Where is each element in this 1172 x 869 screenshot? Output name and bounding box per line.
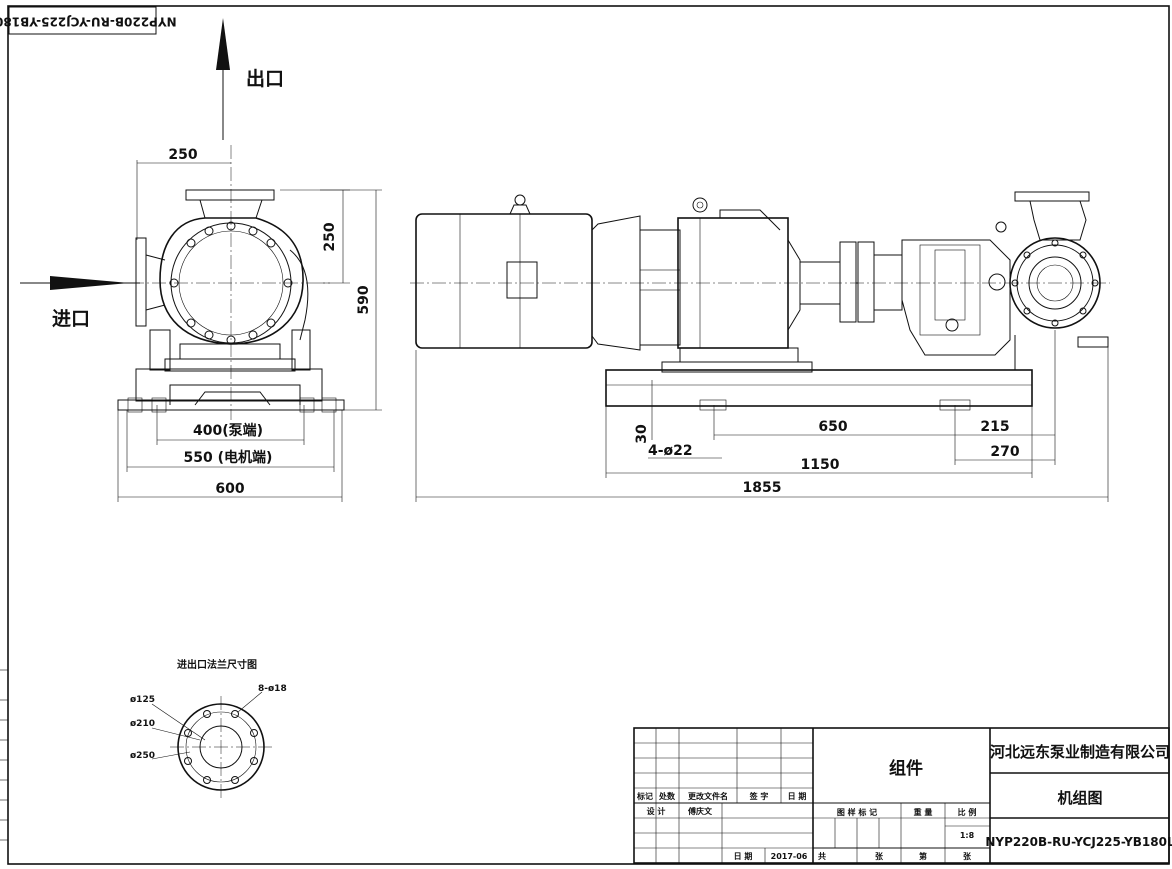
dim-250-height: 250 (322, 222, 338, 251)
outlet-arrow (216, 18, 230, 70)
tb-drawing-name: 机组图 (1057, 789, 1102, 807)
tb-col-count: 处数 (658, 791, 676, 801)
pump-head-bolts (1011, 239, 1099, 327)
flange-holes-label: 8-ø18 (258, 684, 287, 694)
tb-sheet2: 张 (963, 852, 972, 861)
tb-date-label: 日 期 (734, 851, 753, 861)
side-view: 30 4-ø22 650 215 1150 270 1855 (410, 191, 1110, 502)
tb-scale-label: 比 例 (958, 807, 977, 817)
dim-30: 30 (634, 424, 650, 444)
tb-weight: 重 量 (914, 807, 933, 817)
code-box-text: NYP220B-RU-YCJ225-YB180L (0, 15, 177, 29)
tb-design: 设 计 (647, 806, 666, 816)
tb-col-doc: 更改文件名 (688, 791, 728, 801)
base-plate (605, 369, 1033, 407)
tb-stage-mark: 图 样 标 记 (837, 807, 877, 817)
title-block: 标记 处数 更改文件名 签 字 日 期 设 计 傅庆文 日 期 2017-06 … (633, 727, 1172, 864)
terminal-box (506, 261, 538, 299)
flange-d250: ø250 (130, 751, 155, 761)
margin-ticks (0, 669, 8, 841)
dim-650: 650 (818, 419, 847, 435)
tb-no: 第 (919, 851, 927, 861)
tb-col-mark: 标记 (636, 791, 653, 801)
dim-590: 590 (356, 285, 372, 314)
tb-total: 共 (818, 851, 826, 861)
code-box: NYP220B-RU-YCJ225-YB180L (0, 6, 177, 35)
tb-company: 河北远东泵业制造有限公司 (990, 743, 1170, 761)
tb-col-date: 日 期 (788, 791, 807, 801)
flange-detail: 进出口法兰尺寸图 ø125 ø210 ø250 8-ø18 (130, 658, 287, 798)
tb-scale: 1:8 (960, 831, 975, 840)
dim-250-width: 250 (168, 147, 197, 163)
dim-400: 400(泵端) (193, 422, 263, 439)
tb-designer: 傅庆文 (687, 806, 713, 816)
tb-sheet: 张 (875, 852, 884, 861)
flange-d125: ø125 (130, 695, 155, 705)
tb-drawing-code: NYP220B-RU-YCJ225-YB180L (985, 835, 1172, 849)
volute-bolts (169, 221, 293, 345)
dim-270: 270 (990, 444, 1019, 460)
tb-col-sign: 签 字 (749, 791, 769, 801)
end-view: 出口 进口 (20, 18, 382, 502)
dim-550: 550 (电机端) (184, 449, 273, 466)
inlet-label: 进口 (52, 308, 90, 330)
tb-part-name: 组件 (889, 758, 923, 779)
dim-600: 600 (215, 481, 244, 497)
tb-date: 2017-06 (771, 852, 808, 861)
inlet-arrow (50, 276, 130, 290)
dim-1855: 1855 (743, 480, 782, 496)
dim-4-22: 4-ø22 (648, 443, 693, 459)
dim-215: 215 (980, 419, 1009, 435)
outlet-label: 出口 (246, 67, 284, 90)
flange-title: 进出口法兰尺寸图 (177, 658, 257, 671)
flange-holes (184, 710, 258, 784)
motor (415, 213, 593, 349)
dim-1150: 1150 (801, 457, 840, 473)
flange-d210: ø210 (130, 719, 155, 729)
